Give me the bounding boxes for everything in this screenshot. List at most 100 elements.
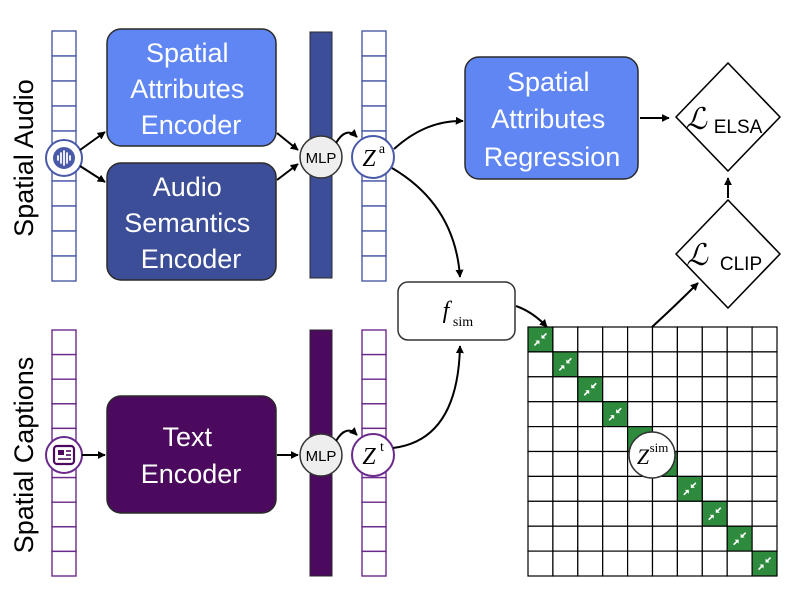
spatial-encoder-line2: Attributes (130, 74, 244, 104)
token-cell (51, 205, 77, 232)
compress-arrows-icon (683, 482, 697, 496)
matrix-cell (651, 550, 678, 577)
token-cell (51, 105, 77, 132)
elsa-loss-node: ℒ ELSA (675, 62, 781, 172)
similarity-embedding-node: Z sim (628, 431, 676, 479)
flow-arrows (391, 114, 732, 449)
svg-text:Audio Semantics En: Audio Semantics Encoder (124, 172, 258, 274)
matrix-cell (577, 351, 604, 378)
token-cell (51, 353, 77, 380)
token-cell (361, 378, 387, 405)
clip-loss-subscript: CLIP (720, 254, 762, 275)
spatial-encoder-line1: Spatial (146, 38, 229, 68)
clip-loss-symbol: ℒ (686, 239, 709, 272)
matrix-cell (751, 326, 778, 353)
matrix-cell (701, 401, 728, 428)
text-embedding-node: Z t (351, 433, 395, 477)
matrix-diagonal-cell (552, 351, 579, 378)
matrix-cell (651, 351, 678, 378)
token-cell (51, 550, 77, 577)
matrix-cell (577, 401, 604, 428)
matrix-cell (626, 401, 654, 428)
spatial-attributes-encoder: Spatial Attributes Encoder (106, 28, 277, 147)
matrix-cell (726, 351, 753, 378)
matrix-cell (676, 500, 703, 527)
similarity-matrix (527, 326, 778, 577)
matrix-cell (552, 550, 579, 577)
matrix-cell (676, 326, 703, 353)
token-cell (51, 526, 77, 553)
token-cell (51, 80, 77, 107)
matrix-cell (751, 426, 778, 453)
token-cell (361, 403, 387, 430)
token-cell (51, 403, 77, 430)
matrix-cell (527, 401, 554, 428)
matrix-diagonal-cell (602, 401, 629, 428)
text-encoder: Text Encoder (106, 395, 277, 514)
elsa-loss-subscript: ELSA (714, 117, 763, 138)
matrix-cell (602, 426, 629, 453)
fsim-subscript: sim (453, 315, 473, 330)
audio-mlp-label: MLP (306, 150, 337, 167)
token-cell (361, 255, 387, 282)
regression-line1: Spatial (507, 67, 590, 97)
matrix-diagonal-cell (577, 376, 604, 403)
semantics-encoder-line3: Encoder (141, 244, 242, 274)
matrix-cell (602, 351, 629, 378)
audio-mlp-node: MLP (299, 135, 343, 179)
matrix-cell (676, 525, 703, 552)
text-mlp-label: MLP (306, 448, 337, 465)
token-cell (361, 550, 387, 577)
matrix-cell (527, 450, 554, 477)
matrix-cell (602, 500, 629, 527)
token-cell (361, 501, 387, 528)
token-cell (51, 476, 77, 503)
matrix-cell (626, 525, 654, 552)
token-cell (361, 180, 387, 207)
text-mlp-node: MLP (299, 433, 343, 477)
matrix-cell (651, 376, 678, 403)
compress-arrows-icon (583, 382, 597, 396)
matrix-cell (552, 475, 579, 502)
matrix-cell (676, 376, 703, 403)
matrix-cell (577, 426, 604, 453)
spatial-attributes-regression: Spatial Attributes Regression (464, 56, 639, 180)
matrix-cell (651, 500, 678, 527)
compress-arrows-icon (757, 556, 772, 571)
matrix-cell (626, 326, 654, 353)
audio-input-node (45, 139, 83, 177)
encoder-to-mlp-arrows (276, 132, 299, 459)
matrix-cell (751, 475, 778, 502)
matrix-cell (701, 525, 728, 552)
audio-semantics-encoder: Audio Semantics Encoder (106, 162, 277, 281)
matrix-cell (626, 500, 654, 527)
matrix-cell (726, 376, 753, 403)
token-cell (51, 230, 77, 257)
matrix-cell (726, 401, 753, 428)
matrix-cell (701, 376, 728, 403)
matrix-cell (651, 401, 678, 428)
clip-loss-node: ℒ CLIP (675, 199, 781, 309)
matrix-cell (602, 550, 629, 577)
regression-line2: Attributes (491, 104, 605, 134)
matrix-cell (676, 426, 703, 453)
matrix-cell (701, 426, 728, 453)
zt-superscript: t (380, 440, 384, 455)
matrix-cell (726, 326, 753, 353)
matrix-cell (626, 376, 654, 403)
text-input-node (45, 436, 83, 474)
zt-symbol: Z (362, 444, 376, 470)
matrix-cell (726, 550, 753, 577)
waveform-bars (57, 150, 71, 166)
matrix-cell (676, 351, 703, 378)
matrix-cell (751, 401, 778, 428)
matrix-cell (602, 326, 629, 353)
semantics-encoder-line1: Audio (153, 172, 222, 202)
fsim-symbol: f (443, 298, 453, 324)
za-superscript: a (379, 142, 386, 157)
audio-embedding-node: Z a (351, 135, 395, 179)
matrix-cell (676, 401, 703, 428)
matrix-cell (726, 500, 753, 527)
matrix-cell (701, 450, 728, 477)
matrix-cell (527, 500, 554, 527)
